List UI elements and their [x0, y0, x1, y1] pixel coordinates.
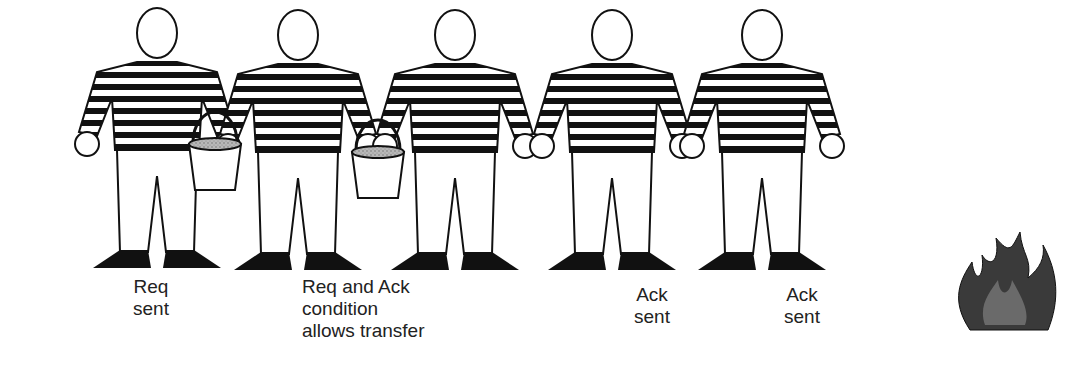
caption-label: Req and Ack condition allows transfer — [302, 276, 430, 342]
caption-label: Ack sent — [627, 284, 677, 328]
bucket — [352, 120, 404, 198]
fire — [959, 232, 1056, 330]
bucket — [189, 112, 241, 190]
caption-label: Req sent — [125, 276, 177, 320]
person — [680, 10, 844, 270]
person — [530, 10, 694, 270]
fire-detail — [983, 280, 1027, 325]
caption-label: Ack sent — [777, 284, 827, 328]
person — [216, 10, 380, 270]
